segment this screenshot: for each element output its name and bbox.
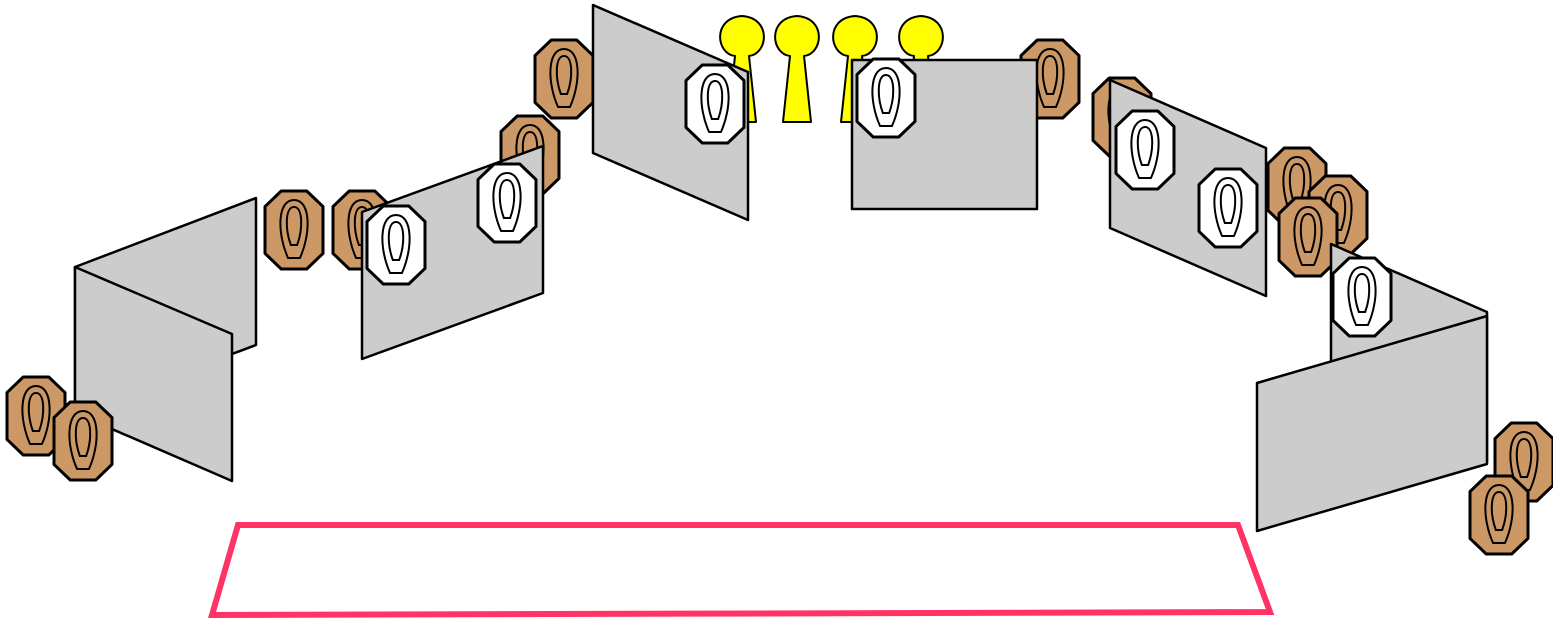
white-octagon-target-icon bbox=[855, 57, 917, 139]
white-octagon-target-icon bbox=[1197, 167, 1259, 249]
targets-layer bbox=[5, 57, 1553, 556]
brown-octagon-target-icon bbox=[5, 375, 67, 457]
shooting-box-layer bbox=[208, 522, 1275, 619]
white-octagon-target-icon bbox=[365, 204, 427, 286]
white-octagon-target-icon bbox=[1114, 109, 1176, 191]
brown-octagon-target-icon bbox=[1277, 196, 1339, 278]
barrier-wall-right-front bbox=[1255, 314, 1489, 533]
brown-octagon-target-icon bbox=[1468, 474, 1530, 556]
white-octagon-target-icon bbox=[684, 63, 746, 145]
shooting-box-outline bbox=[208, 522, 1275, 619]
brown-octagon-target-icon bbox=[263, 189, 325, 271]
brown-octagon-target-icon bbox=[52, 400, 114, 482]
barrier-wall-center-left bbox=[591, 3, 750, 222]
barrier-wall-left-front bbox=[73, 265, 234, 483]
yellow-popper-steel-icon bbox=[774, 15, 820, 123]
brown-octagon-target-icon bbox=[533, 38, 595, 120]
white-octagon-target-icon bbox=[476, 162, 538, 244]
barriers-layer bbox=[73, 3, 1489, 533]
white-octagon-target-icon bbox=[1331, 256, 1393, 338]
